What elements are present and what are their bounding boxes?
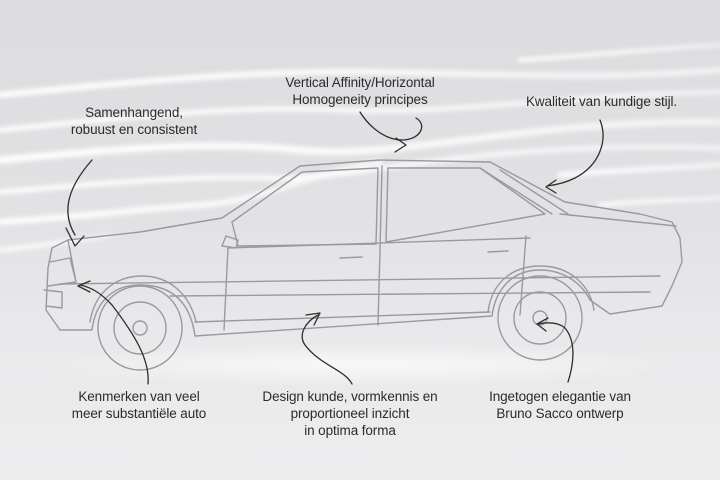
annotation-line: Homogeneity principes [292, 92, 428, 107]
arrow-bottom-left [77, 280, 149, 385]
annotation-line: Kwaliteit van kundige stijl. [526, 94, 678, 109]
car-body-outline [45, 159, 683, 337]
arrow-bottom-center [301, 312, 353, 385]
annotation-line: Bruno Sacco ontwerp [496, 406, 624, 421]
arrow-top-left [65, 159, 93, 247]
annotation-top-right: Kwaliteit van kundige stijl. [526, 93, 706, 110]
annotation-bottom-center: Design kunde, vormkennis en proportionee… [252, 388, 448, 439]
arrow-top-right [545, 119, 604, 194]
car-rear-window [385, 167, 546, 243]
annotation-line: Ingetogen elegantie van [489, 389, 631, 404]
annotation-bottom-left: Kenmerken van veel meer substantiële aut… [60, 388, 218, 422]
annotation-line: proportioneel inzicht [290, 406, 410, 421]
annotation-line: Kenmerken van veel [78, 389, 200, 404]
arrow-bottom-right [536, 317, 574, 383]
annotation-line: Vertical Affinity/Horizontal [285, 75, 435, 90]
annotation-line: meer substantiële auto [71, 406, 207, 421]
arrow-top-center [359, 111, 423, 153]
annotation-bottom-right: Ingetogen elegantie van Bruno Sacco ontw… [470, 388, 650, 422]
annotation-line: in optima forma [304, 423, 396, 438]
annotation-top-center: Vertical Affinity/Horizontal Homogeneity… [272, 74, 448, 108]
annotation-line: Samenhangend, [85, 105, 183, 120]
annotation-line: Design kunde, vormkennis en [262, 389, 438, 404]
annotation-top-left: Samenhangend, robuust en consistent [66, 104, 202, 138]
annotation-line: robuust en consistent [70, 122, 198, 137]
